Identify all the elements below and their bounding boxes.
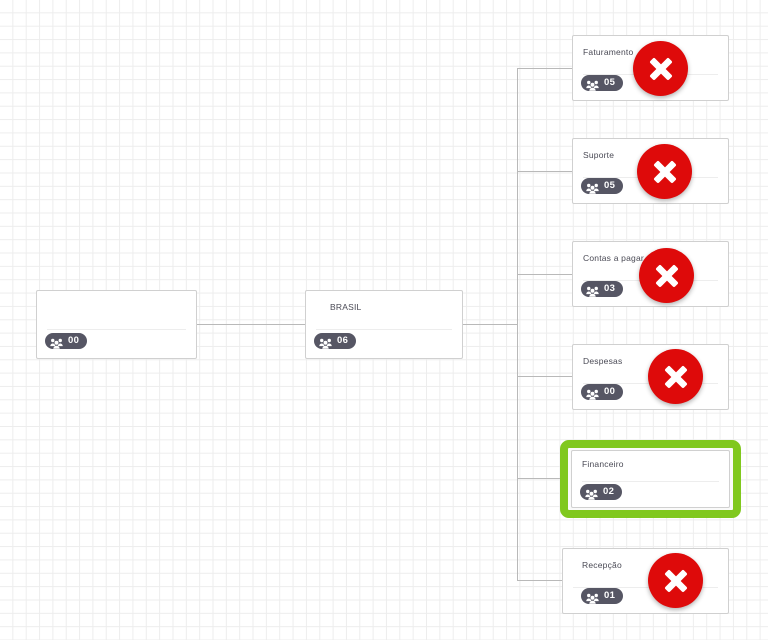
- org-node-financeiro-title: Financeiro: [582, 459, 624, 469]
- org-node-financeiro[interactable]: Financeiro 02: [571, 450, 730, 508]
- org-node-despesas-member-badge[interactable]: 00: [581, 384, 624, 400]
- connector-branch-recepcao: [517, 580, 562, 581]
- org-node-faturamento-member-badge[interactable]: 05: [581, 75, 624, 91]
- org-node-financeiro-divider: [582, 481, 719, 482]
- org-node-financeiro-member-count: 02: [603, 486, 615, 498]
- org-node-brasil[interactable]: BRASIL 06: [305, 290, 463, 359]
- org-node-suporte-member-count: 05: [604, 180, 616, 192]
- connector-branch-financeiro: [517, 478, 562, 479]
- connector-trunk-vertical: [517, 68, 518, 580]
- org-node-brasil-member-count: 06: [337, 335, 349, 347]
- org-node-brasil-member-badge[interactable]: 06: [314, 333, 357, 349]
- group-people-icon: [586, 181, 599, 194]
- close-icon: [664, 569, 687, 592]
- connector-branch-despesas: [517, 376, 572, 377]
- group-people-icon: [586, 591, 599, 604]
- close-icon: [664, 365, 687, 388]
- org-node-recepcao-member-count: 01: [604, 590, 616, 602]
- remove-contas-a-pagar-button[interactable]: [639, 248, 694, 303]
- org-node-recepcao[interactable]: Recepção 01: [562, 548, 729, 614]
- close-icon: [655, 264, 678, 287]
- close-icon: [649, 57, 672, 80]
- org-node-brasil-divider: [316, 329, 452, 330]
- org-node-faturamento-title: Faturamento: [583, 47, 634, 57]
- org-node-contas-a-pagar-title: Contas a pagar: [583, 253, 644, 263]
- org-node-faturamento-body: Faturamento 05: [573, 36, 728, 100]
- connector-root-to-brasil: [197, 324, 306, 325]
- org-node-root-body: 00: [37, 291, 196, 358]
- org-node-root-member-count: 00: [68, 335, 80, 347]
- group-people-icon: [50, 336, 63, 349]
- org-node-recepcao-member-badge[interactable]: 01: [581, 588, 624, 604]
- org-node-contas-a-pagar-member-badge[interactable]: 03: [581, 281, 624, 297]
- org-node-financeiro-member-badge[interactable]: 02: [580, 484, 623, 500]
- group-people-icon: [586, 78, 599, 91]
- org-node-contas-a-pagar-member-count: 03: [604, 283, 616, 295]
- connector-branch-suporte: [517, 171, 572, 172]
- org-node-despesas-title: Despesas: [583, 356, 623, 366]
- connector-brasil-stub: [463, 324, 518, 325]
- remove-faturamento-button[interactable]: [633, 41, 688, 96]
- group-people-icon: [585, 487, 598, 500]
- connector-branch-faturamento: [517, 68, 572, 69]
- org-node-recepcao-divider: [573, 587, 718, 588]
- org-node-root-member-badge[interactable]: 00: [45, 333, 88, 349]
- org-node-brasil-body: BRASIL 06: [306, 291, 462, 358]
- remove-suporte-button[interactable]: [637, 144, 692, 199]
- org-node-suporte-title: Suporte: [583, 150, 615, 160]
- org-node-recepcao-title: Recepção: [582, 560, 622, 570]
- remove-despesas-button[interactable]: [648, 349, 703, 404]
- org-node-root-divider: [47, 329, 186, 330]
- org-node-root[interactable]: 00: [36, 290, 197, 359]
- connector-branch-contas-a-pagar: [517, 274, 572, 275]
- group-people-icon: [586, 387, 599, 400]
- remove-recepcao-button[interactable]: [648, 553, 703, 608]
- org-node-recepcao-body: Recepção 01: [563, 549, 728, 613]
- group-people-icon: [319, 336, 332, 349]
- org-node-despesas-member-count: 00: [604, 386, 616, 398]
- org-node-brasil-title: BRASIL: [330, 302, 362, 312]
- org-node-faturamento-member-count: 05: [604, 77, 616, 89]
- group-people-icon: [586, 284, 599, 297]
- close-icon: [653, 160, 676, 183]
- org-node-financeiro-body: Financeiro 02: [572, 451, 729, 507]
- org-node-suporte-member-badge[interactable]: 05: [581, 178, 624, 194]
